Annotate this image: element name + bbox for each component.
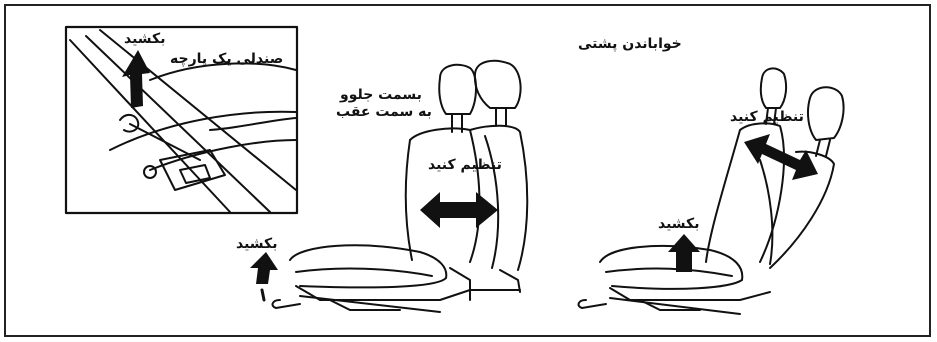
double-headed-arrow-icon [744, 134, 818, 180]
up-arrow-icon [250, 252, 278, 284]
inset-pull-label: بکشید [124, 31, 165, 48]
right-pull-label: بکشید [658, 216, 699, 233]
up-arrow-icon [668, 234, 700, 272]
direction-label-line2: به سمت عقب [336, 104, 432, 121]
double-headed-arrow-icon [420, 192, 498, 228]
middle-pull-label: بکشید [236, 236, 277, 253]
right-seat [579, 68, 844, 314]
bench-seat-label: صندلی یک پارچه [170, 51, 283, 68]
right-adjust-label: تنظیم کنید [730, 109, 804, 126]
recline-title: خواباندن پشتی [578, 36, 682, 53]
direction-label-line1: بسمت جلوو [340, 87, 422, 104]
middle-adjust-label: تنظیم کنید [428, 157, 502, 174]
